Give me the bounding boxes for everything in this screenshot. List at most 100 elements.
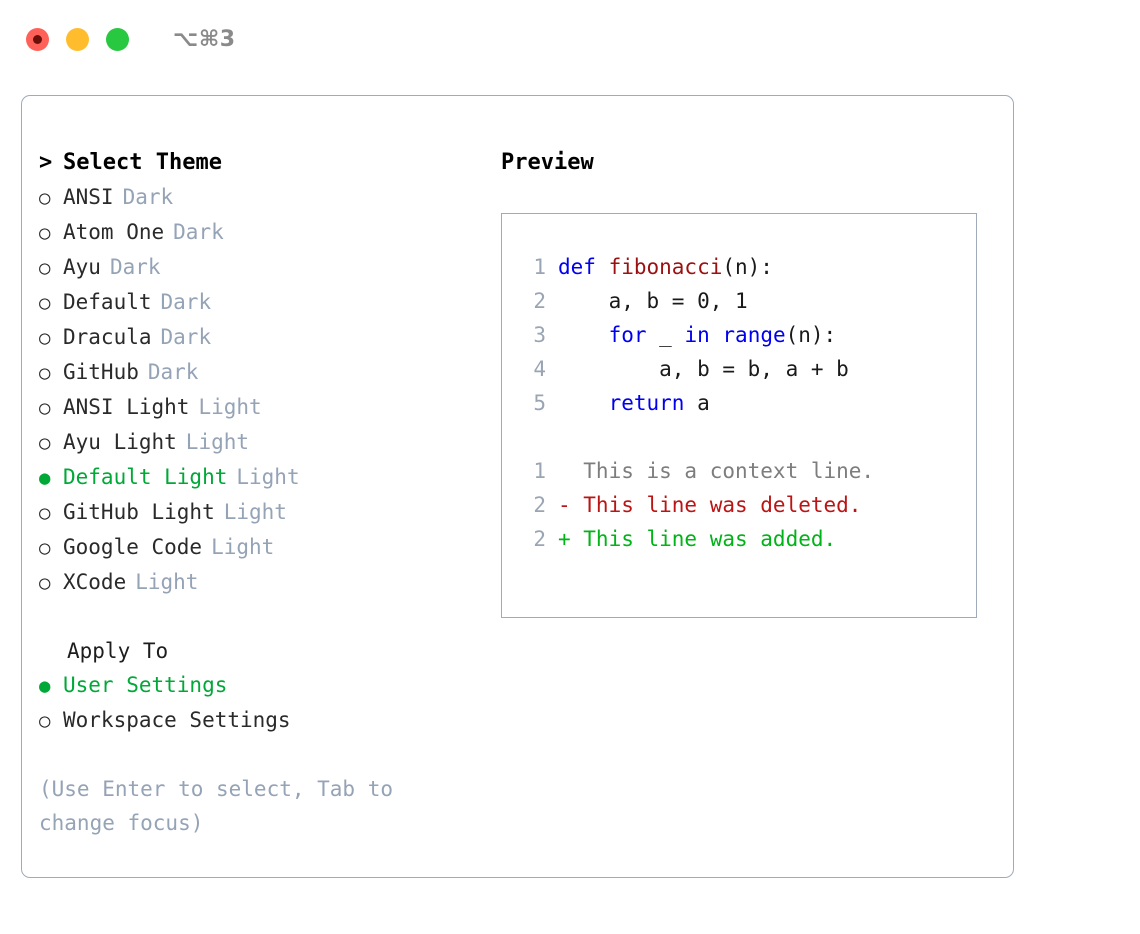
line-number: 2 — [533, 527, 546, 551]
select-theme-header: > Select Theme — [39, 146, 479, 180]
theme-variant-tag: Dark — [173, 220, 224, 244]
select-theme-title: Select Theme — [63, 150, 222, 175]
code-token: fibonacci — [608, 255, 723, 279]
theme-option-label: Atom One — [63, 220, 165, 244]
code-line-content: def fibonacci(n): — [558, 250, 773, 284]
apply-to-header: Apply To — [67, 639, 169, 663]
theme-option-label: ANSI Light — [63, 395, 190, 419]
code-token: def — [558, 255, 609, 279]
theme-variant-tag: Dark — [160, 325, 212, 349]
radio-empty-icon: ○ — [39, 327, 51, 349]
code-line: 3 for _ in range(n): — [514, 318, 976, 352]
theme-option-label: XCode — [63, 570, 127, 594]
apply-to-option-label: Workspace Settings — [63, 708, 291, 732]
minimize-window-button[interactable] — [66, 27, 89, 51]
code-token: a, b = b, a + b — [558, 357, 849, 381]
code-line-content: a, b = 0, 1 — [558, 284, 748, 318]
diff-line-content: This is a context line. — [558, 459, 875, 483]
diff-line-content: - This line was deleted. — [558, 493, 862, 517]
radio-empty-icon: ○ — [39, 397, 51, 419]
diff-line-del: 2- This line was deleted. — [514, 488, 976, 522]
line-number: 4 — [533, 357, 546, 381]
diff-line-add: 2 + This line was added. — [514, 522, 976, 556]
radio-empty-icon: ○ — [39, 710, 51, 732]
theme-option-ansi[interactable]: ○ ANSI Dark — [39, 180, 479, 215]
radio-empty-icon: ○ — [39, 187, 51, 209]
radio-empty-icon: ○ — [39, 502, 51, 524]
theme-option-label: Default Light — [63, 465, 228, 489]
theme-variant-tag: Dark — [160, 290, 212, 314]
line-number: 5 — [533, 391, 546, 415]
code-token — [558, 323, 609, 347]
code-line-content: return a — [558, 386, 710, 420]
close-window-button[interactable] — [26, 27, 49, 51]
theme-option-dracula[interactable]: ○ Dracula Dark — [39, 320, 479, 355]
theme-option-ayu[interactable]: ○ Ayu Dark — [39, 250, 479, 285]
apply-to-option-user-settings[interactable]: ●User Settings — [39, 668, 479, 703]
theme-variant-tag: Light — [223, 500, 287, 524]
theme-option-label: Dracula — [63, 325, 152, 349]
theme-variant-tag: Light — [185, 430, 250, 454]
radio-selected-icon: ● — [39, 467, 51, 489]
code-token — [558, 391, 609, 415]
code-token: (n): — [785, 323, 837, 347]
theme-variant-tag: Light — [135, 570, 199, 594]
theme-variant-tag: Light — [198, 395, 262, 419]
theme-option-atom-one[interactable]: ○ Atom One Dark — [39, 215, 479, 250]
code-line: 5 return a — [514, 386, 976, 420]
theme-option-label: ANSI — [63, 185, 114, 209]
theme-option-ayu-light[interactable]: ○ Ayu Light Light — [39, 425, 479, 460]
apply-to-list: ●User Settings ○ Workspace Settings — [39, 668, 479, 738]
apply-to-option-workspace-settings[interactable]: ○ Workspace Settings — [39, 703, 479, 738]
code-token: range — [722, 323, 786, 347]
diff-line-content: + This line was added. — [558, 527, 837, 551]
theme-option-label: Ayu Light — [63, 430, 177, 454]
radio-empty-icon: ○ — [39, 257, 51, 279]
radio-selected-icon: ● — [39, 675, 51, 697]
theme-option-default-light[interactable]: ● Default Light Light — [39, 460, 479, 495]
code-line-content: a, b = b, a + b — [558, 352, 849, 386]
radio-empty-icon: ○ — [39, 362, 51, 384]
line-number: 2 — [533, 289, 546, 313]
line-number: 3 — [533, 323, 546, 347]
radio-empty-icon: ○ — [39, 537, 51, 559]
prompt-caret-icon: > — [39, 150, 53, 175]
code-line-content: for _ in range(n): — [558, 318, 837, 352]
line-number: 1 — [533, 459, 546, 483]
theme-option-label: GitHub — [63, 360, 139, 384]
titlebar: ⌥⌘3 — [0, 0, 1140, 78]
keyboard-shortcut-label: ⌥⌘3 — [173, 26, 236, 52]
keyboard-hint-text: (Use Enter to select, Tab to change focu… — [39, 777, 406, 835]
code-token: in — [684, 323, 710, 347]
theme-variant-tag: Light — [236, 465, 300, 489]
radio-empty-icon: ○ — [39, 432, 51, 454]
code-token: _ — [646, 323, 685, 347]
code-line: 4 a, b = b, a + b — [514, 352, 976, 386]
code-token: for — [608, 323, 647, 347]
theme-option-ansi-light[interactable]: ○ ANSI Light Light — [39, 390, 479, 425]
code-token: a, b = 0, 1 — [558, 289, 748, 313]
theme-option-github-light[interactable]: ○ GitHub Light Light — [39, 495, 479, 530]
radio-empty-icon: ○ — [39, 292, 51, 314]
radio-empty-icon: ○ — [39, 222, 51, 244]
theme-option-label: GitHub Light — [63, 500, 215, 524]
window-controls — [26, 27, 129, 51]
theme-variant-tag: Dark — [122, 185, 174, 209]
code-token: return — [608, 391, 685, 415]
code-token — [710, 323, 723, 347]
maximize-window-button[interactable] — [106, 27, 129, 51]
code-token: a — [684, 391, 710, 415]
theme-variant-tag: Dark — [109, 255, 161, 279]
theme-option-label: Ayu — [63, 255, 101, 279]
